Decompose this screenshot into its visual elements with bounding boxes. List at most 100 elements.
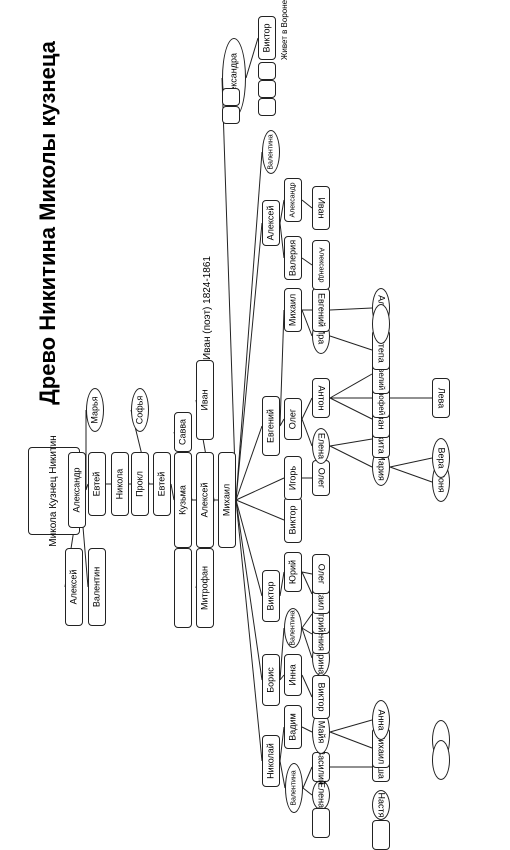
person-name: Елена	[316, 432, 327, 460]
connector-line	[301, 674, 313, 698]
connector-line	[279, 674, 285, 681]
person-oleg3: Олег	[284, 398, 302, 440]
person-name: Софья	[134, 395, 145, 425]
connector-line	[302, 766, 313, 789]
person-name: Савва	[177, 418, 188, 446]
person-name: Лева	[436, 387, 447, 409]
person-ivan3: Иван	[312, 186, 330, 230]
person-name: Борис	[265, 667, 276, 693]
person-viktor3: Виктор	[258, 16, 276, 60]
person-oleg2: Олег	[312, 460, 330, 496]
connector-line	[235, 151, 263, 501]
person-name: Олег	[316, 467, 327, 489]
empty-person-box	[432, 740, 450, 780]
connector-line	[235, 499, 285, 521]
person-name: Александр	[317, 247, 325, 283]
person-name: Майя	[316, 720, 327, 744]
connector-line	[279, 199, 285, 224]
person-yuriy: Юрий	[284, 552, 302, 592]
connector-line	[389, 457, 433, 468]
person-nikola: Никола	[111, 452, 129, 516]
connector-line	[301, 199, 313, 209]
person-name: Валентина	[290, 770, 298, 806]
person-name: Виктор	[316, 682, 327, 712]
person-name: Виктор	[287, 505, 298, 535]
connector-line	[235, 499, 263, 597]
person-savva: Савва	[174, 412, 192, 452]
person-name: Алексей	[68, 569, 79, 605]
empty-person-box	[222, 106, 240, 124]
person-inna: Инна	[284, 654, 302, 696]
connector-line	[279, 222, 285, 259]
empty-person-box	[372, 304, 390, 344]
note-ivan_note: Иван (поэт) 1824-1861	[202, 256, 213, 360]
person-ivan: Иван	[196, 360, 214, 440]
person-name: Настя	[376, 792, 387, 818]
connector-line	[329, 731, 373, 749]
connector-line	[301, 571, 313, 595]
connector-line	[301, 418, 313, 447]
connector-line	[279, 418, 285, 427]
person-lyova: Лева	[432, 378, 450, 418]
connector-line	[235, 425, 263, 501]
person-name: Василий	[316, 749, 327, 785]
person-mitrofan: Митрофан	[196, 548, 214, 628]
connector-line	[329, 307, 373, 311]
connector-line	[301, 613, 313, 629]
connector-line	[301, 397, 313, 420]
person-anton: Антон	[312, 378, 330, 418]
connector-line	[329, 719, 373, 733]
person-name: Юрий	[287, 559, 298, 585]
person-mikhail4: Михаил	[284, 288, 302, 332]
person-aleksandr3: Александр	[284, 178, 302, 222]
person-name: Михаил	[221, 483, 232, 517]
person-aleksey: Алексей	[65, 548, 83, 626]
person-name: Вадим	[287, 713, 298, 741]
connector-line	[301, 627, 313, 635]
person-name: Митрофан	[199, 565, 210, 611]
connector-line	[221, 77, 237, 501]
connector-line	[301, 571, 313, 575]
person-nikolay: Николай	[262, 735, 280, 787]
person-name: Марья	[89, 396, 100, 424]
person-name: Анна	[376, 709, 387, 731]
person-name: Валерия	[287, 239, 298, 277]
connector-line	[245, 37, 259, 79]
person-oleg: Олег	[312, 554, 330, 594]
person-kuzma: Кузьма	[174, 452, 192, 548]
person-name: Алексей	[265, 205, 276, 241]
person-name: Иван	[316, 197, 327, 219]
person-name: Михаил	[287, 293, 298, 327]
empty-person-box	[174, 548, 192, 628]
person-name: Валентина	[267, 134, 275, 170]
person-evgeniy: Евгений	[262, 396, 280, 456]
person-aleksandr: Александр	[68, 452, 86, 528]
person-name: Александр	[71, 467, 82, 513]
connector-line	[301, 627, 313, 659]
connector-line	[301, 257, 313, 266]
person-boris: Борис	[262, 654, 280, 706]
person-valentina3: Валентина	[284, 608, 302, 648]
person-name: Валентина	[289, 610, 297, 646]
person-vadim: Вадим	[284, 705, 302, 749]
connector-line	[279, 627, 285, 681]
person-name: Вера	[436, 447, 447, 469]
person-mikhail: Михаил	[218, 452, 236, 548]
person-vera: Вера	[432, 438, 450, 478]
person-name: Валентин	[91, 566, 102, 608]
person-name: Антон	[316, 385, 327, 411]
connector-line	[279, 571, 285, 597]
person-name: Виктор	[261, 23, 272, 53]
person-name: Иван	[199, 389, 210, 411]
person-aleksandr2: Александр	[312, 240, 330, 290]
person-evtey2: Евтей	[153, 452, 171, 516]
connector-line	[302, 787, 313, 796]
connector-line	[329, 335, 373, 351]
person-igor: Игорь	[284, 456, 302, 500]
person-valeriya: Валерия	[284, 236, 302, 280]
connector-line	[279, 309, 285, 427]
diagram-title: Древо Никитина Миколы кузнеца	[35, 41, 60, 405]
person-elena2: Елена	[312, 428, 330, 464]
person-anna: Анна	[372, 700, 390, 740]
